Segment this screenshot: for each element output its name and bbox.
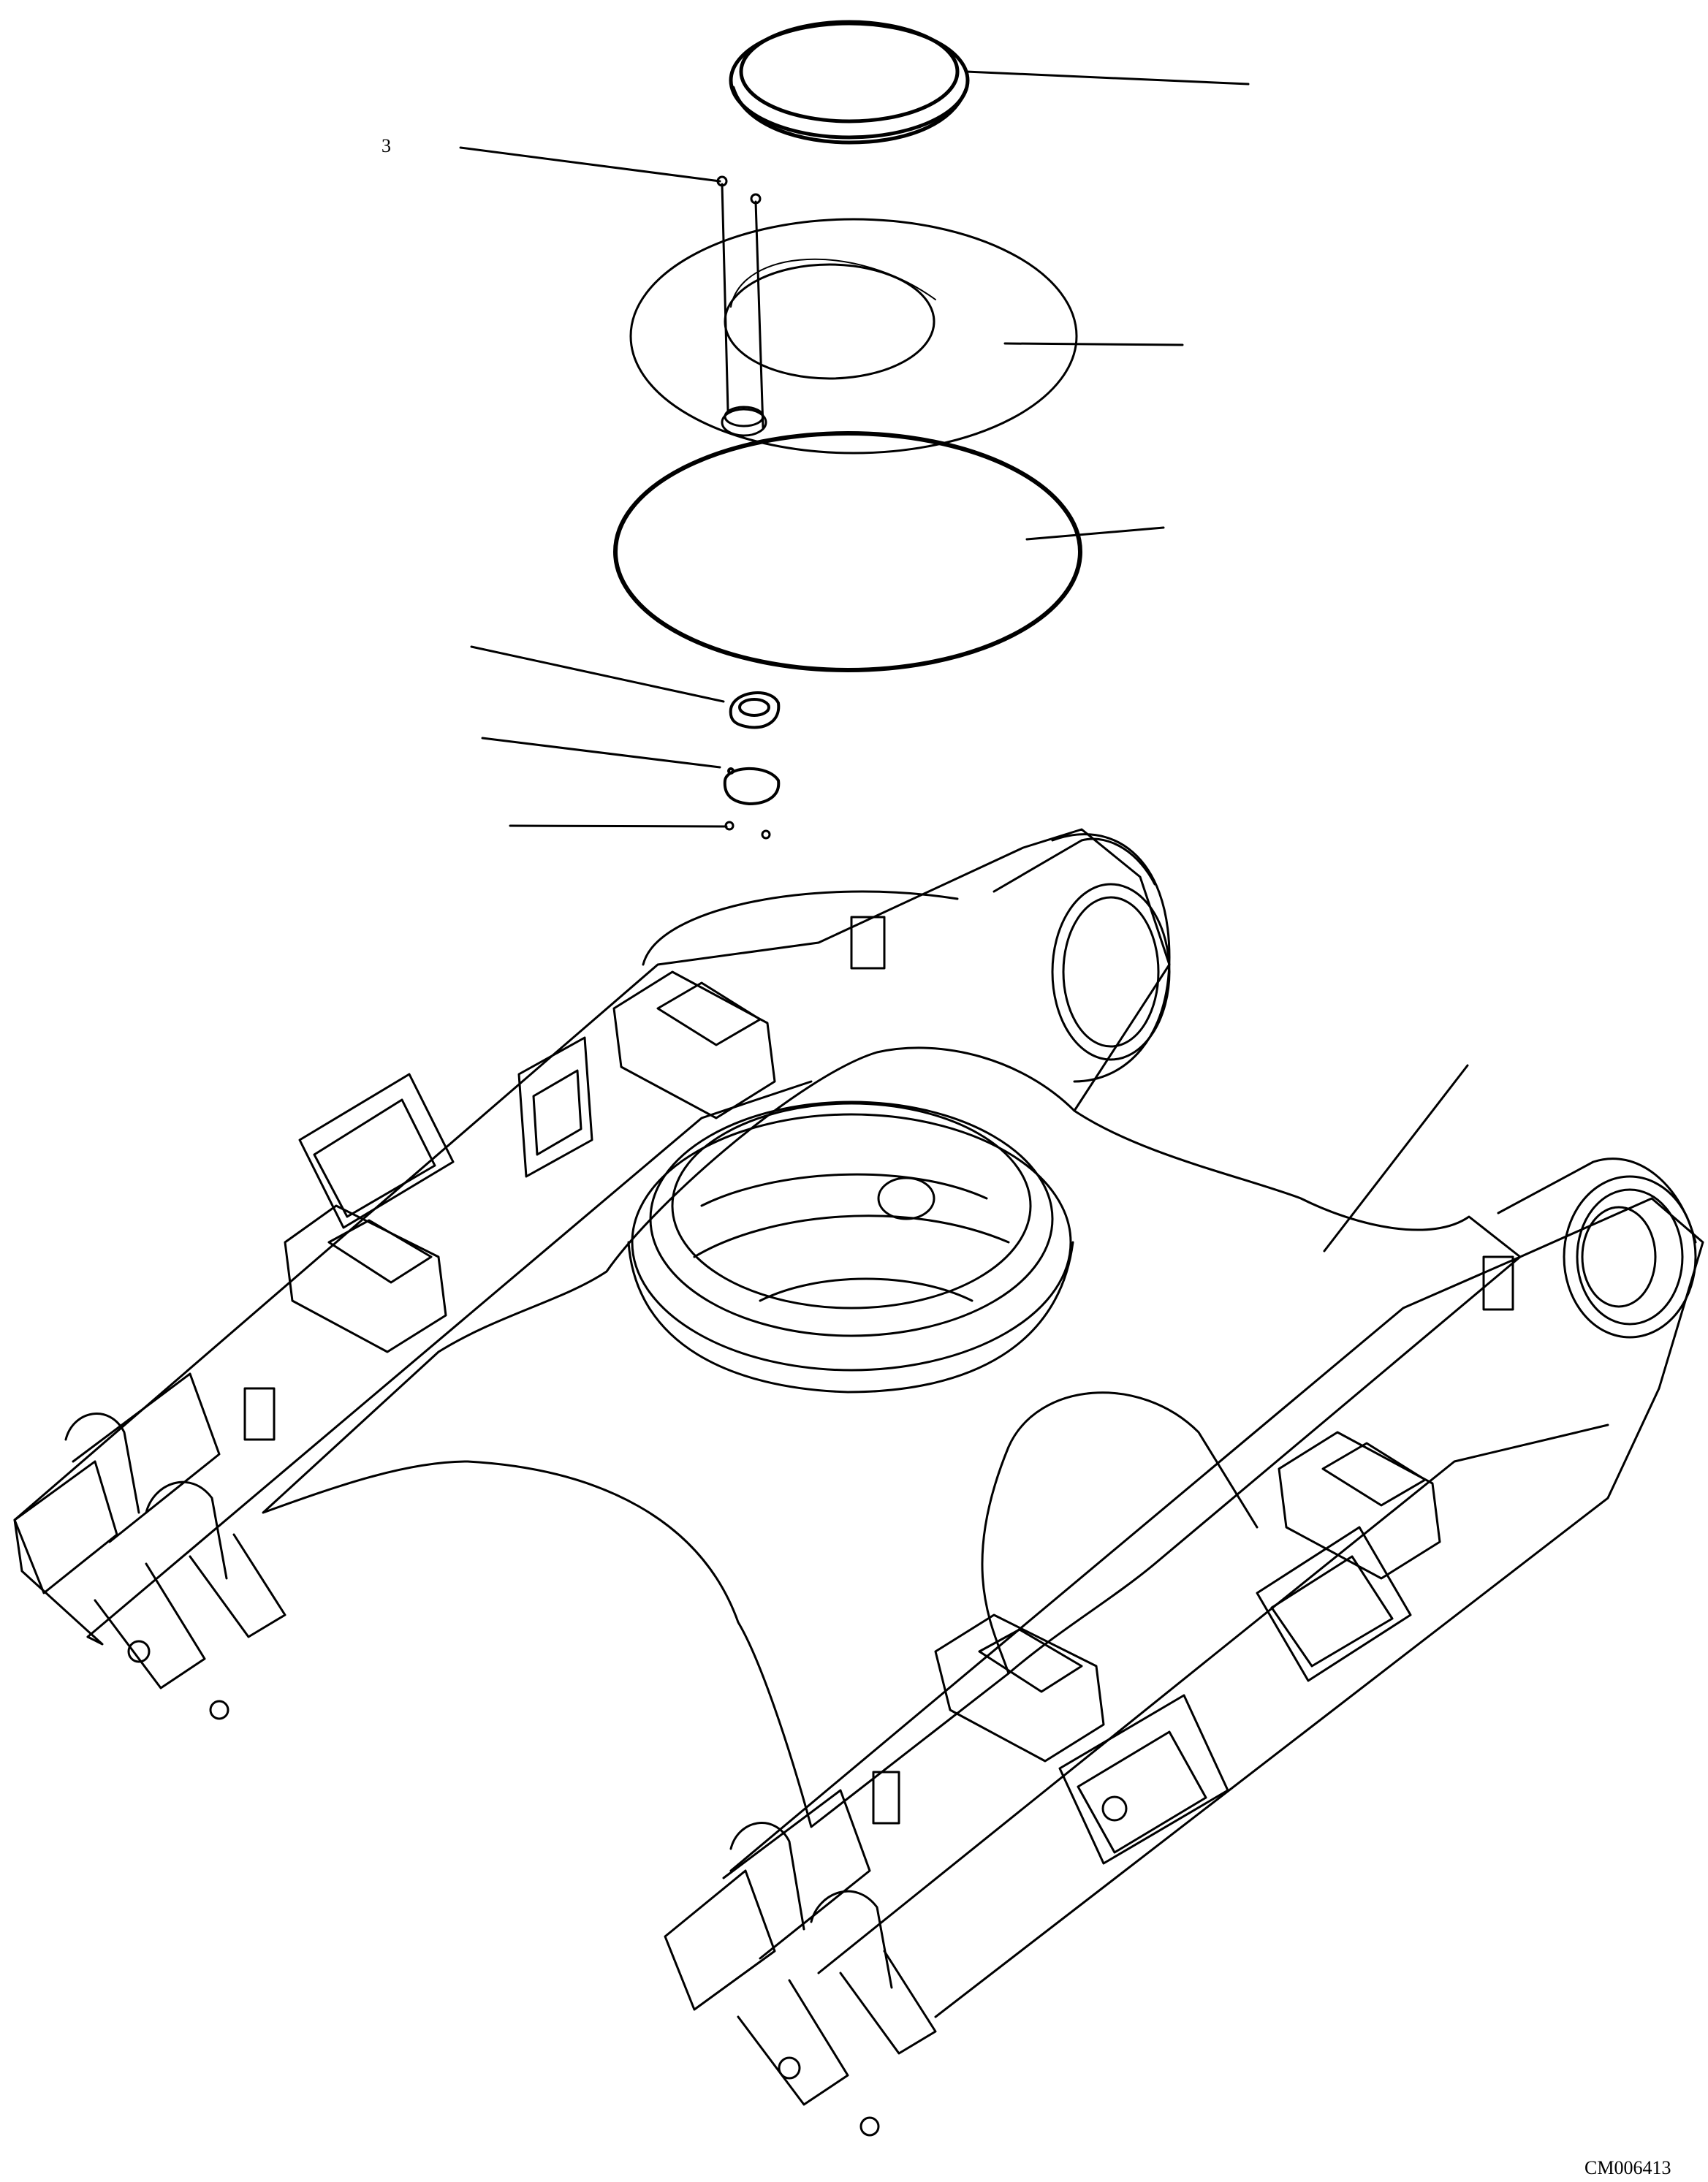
small-bolts bbox=[724, 821, 771, 840]
leader-lines bbox=[459, 70, 1469, 1252]
o-ring-seal bbox=[613, 431, 1082, 672]
cover-plate bbox=[723, 767, 781, 805]
cover-gasket bbox=[729, 691, 781, 729]
drawing-code: CM006413 bbox=[1584, 2157, 1671, 2178]
track-frame bbox=[13, 828, 1704, 2137]
ring-plate bbox=[629, 218, 1078, 455]
callout-number-3: 3 bbox=[382, 135, 391, 156]
bearing-ring bbox=[729, 20, 970, 145]
pin-bolts bbox=[716, 175, 767, 437]
